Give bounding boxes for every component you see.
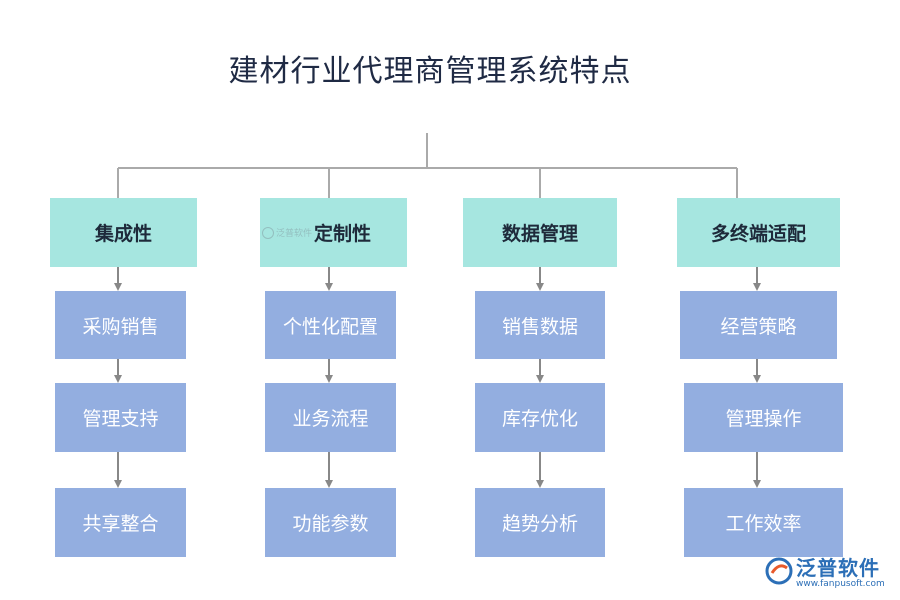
watermark-text: 泛普软件 [276, 229, 313, 239]
item-box: 库存优化 [475, 383, 605, 452]
item-box: 采购销售 [55, 291, 186, 359]
item-box: 工作效率 [684, 488, 843, 557]
item-box: 共享整合 [55, 488, 186, 557]
item-label: 工作效率 [725, 513, 802, 535]
item-box: 趋势分析 [475, 488, 605, 557]
category-label: 集成性 [94, 223, 152, 245]
item-label: 销售数据 [501, 315, 578, 338]
item-box: 经营策略 [680, 291, 837, 359]
brand-name: 泛普软件 [796, 556, 880, 580]
item-label: 经营策略 [720, 315, 797, 338]
brand-logo-icon [765, 557, 793, 585]
item-label: 业务流程 [292, 408, 369, 430]
item-box: 销售数据 [475, 291, 605, 359]
category-label: 数据管理 [501, 223, 578, 245]
watermark-logo-icon [262, 226, 274, 239]
item-box: 业务流程 [265, 383, 396, 452]
item-label: 管理操作 [725, 408, 802, 430]
item-label: 功能参数 [292, 513, 369, 535]
brand-url: www.fanpusoft.com [796, 579, 885, 589]
item-label: 趋势分析 [501, 513, 578, 535]
item-box: 管理支持 [55, 383, 186, 452]
item-box: 个性化配置 [265, 291, 396, 359]
item-label: 库存优化 [501, 408, 578, 430]
item-label: 个性化配置 [282, 315, 378, 338]
item-box: 功能参数 [265, 488, 396, 557]
item-label: 管理支持 [82, 408, 159, 430]
category-box-integration: 集成性 [50, 198, 197, 267]
category-label: 定制性 [313, 223, 371, 245]
brand-logo: 泛普软件 www.fanpusoft.com [764, 552, 894, 596]
page-title: 建材行业代理商管理系统特点 [228, 54, 632, 89]
category-box-data-management: 数据管理 [463, 198, 617, 267]
category-label: 多终端适配 [710, 223, 806, 245]
watermark-small: 泛普软件 [262, 226, 312, 239]
category-box-multi-terminal: 多终端适配 [677, 198, 840, 267]
item-box: 管理操作 [684, 383, 843, 452]
category-box-customization: 定制性 [260, 198, 407, 267]
item-label: 共享整合 [82, 513, 159, 535]
item-label: 采购销售 [82, 315, 159, 338]
